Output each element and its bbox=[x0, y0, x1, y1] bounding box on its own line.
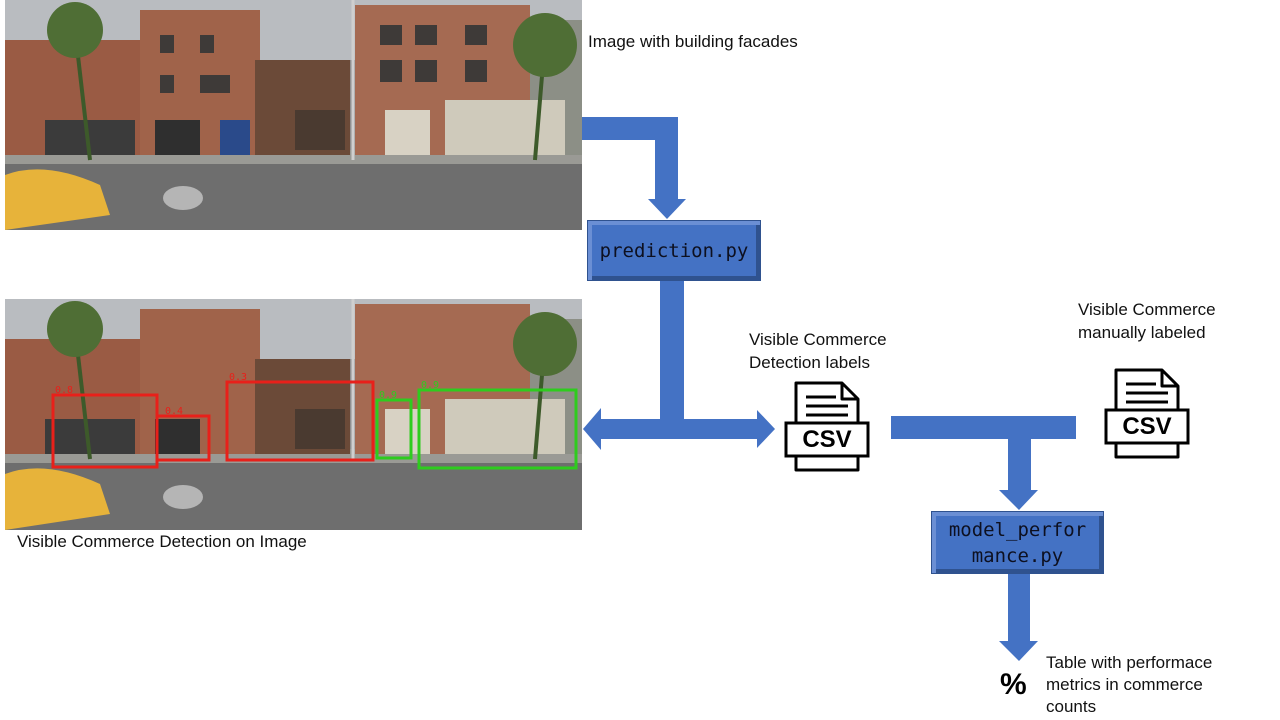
percent-icon: % bbox=[1000, 668, 1027, 701]
prediction-script-box: prediction.py bbox=[587, 220, 761, 281]
detection-caption-line2: Detection labels bbox=[749, 353, 870, 372]
result-caption-line3: counts bbox=[1046, 697, 1097, 716]
detection-box-4 bbox=[375, 398, 413, 460]
bottom-image-caption: Visible Commerce Detection on Image bbox=[17, 532, 307, 551]
model-performance-label-line2: mance.py bbox=[971, 544, 1064, 567]
detection-caption-line1: Visible Commerce bbox=[749, 330, 887, 349]
detection-csv-file-icon: CSV bbox=[784, 381, 870, 473]
model-performance-script-box: model_perfor mance.py bbox=[931, 511, 1104, 574]
manual-labels-caption: Visible Commerce manually labeled bbox=[1078, 298, 1216, 344]
top-image-caption: Image with building facades bbox=[588, 32, 798, 51]
detection-score-5: 0.9 bbox=[421, 380, 439, 391]
detection-box-5 bbox=[417, 388, 578, 470]
detection-csv-text: CSV bbox=[802, 426, 852, 453]
result-caption: Table with performace metrics in commerc… bbox=[1046, 652, 1212, 718]
detection-box-2 bbox=[155, 414, 211, 462]
prediction-script-label: prediction.py bbox=[599, 239, 749, 262]
result-caption-line2: metrics in commerce bbox=[1046, 675, 1203, 694]
manual-csv-text: CSV bbox=[1122, 413, 1172, 440]
detection-score-3: 0.3 bbox=[229, 372, 247, 383]
detection-labels-caption: Visible Commerce Detection labels bbox=[749, 328, 887, 374]
result-caption-line1: Table with performace bbox=[1046, 653, 1213, 672]
street-photo-detections: 0.8 0.4 0.3 0.9 0.9 bbox=[5, 299, 582, 530]
manual-caption-line2: manually labeled bbox=[1078, 323, 1206, 342]
detection-score-4: 0.9 bbox=[379, 390, 397, 401]
street-photo-top bbox=[5, 0, 582, 230]
detection-box-3 bbox=[225, 380, 375, 462]
detection-score-1: 0.8 bbox=[55, 385, 73, 396]
detection-score-2: 0.4 bbox=[165, 406, 183, 417]
manual-csv-file-icon: CSV bbox=[1104, 368, 1190, 460]
model-performance-label-line1: model_perfor bbox=[948, 518, 1087, 541]
manual-caption-line1: Visible Commerce bbox=[1078, 300, 1216, 319]
